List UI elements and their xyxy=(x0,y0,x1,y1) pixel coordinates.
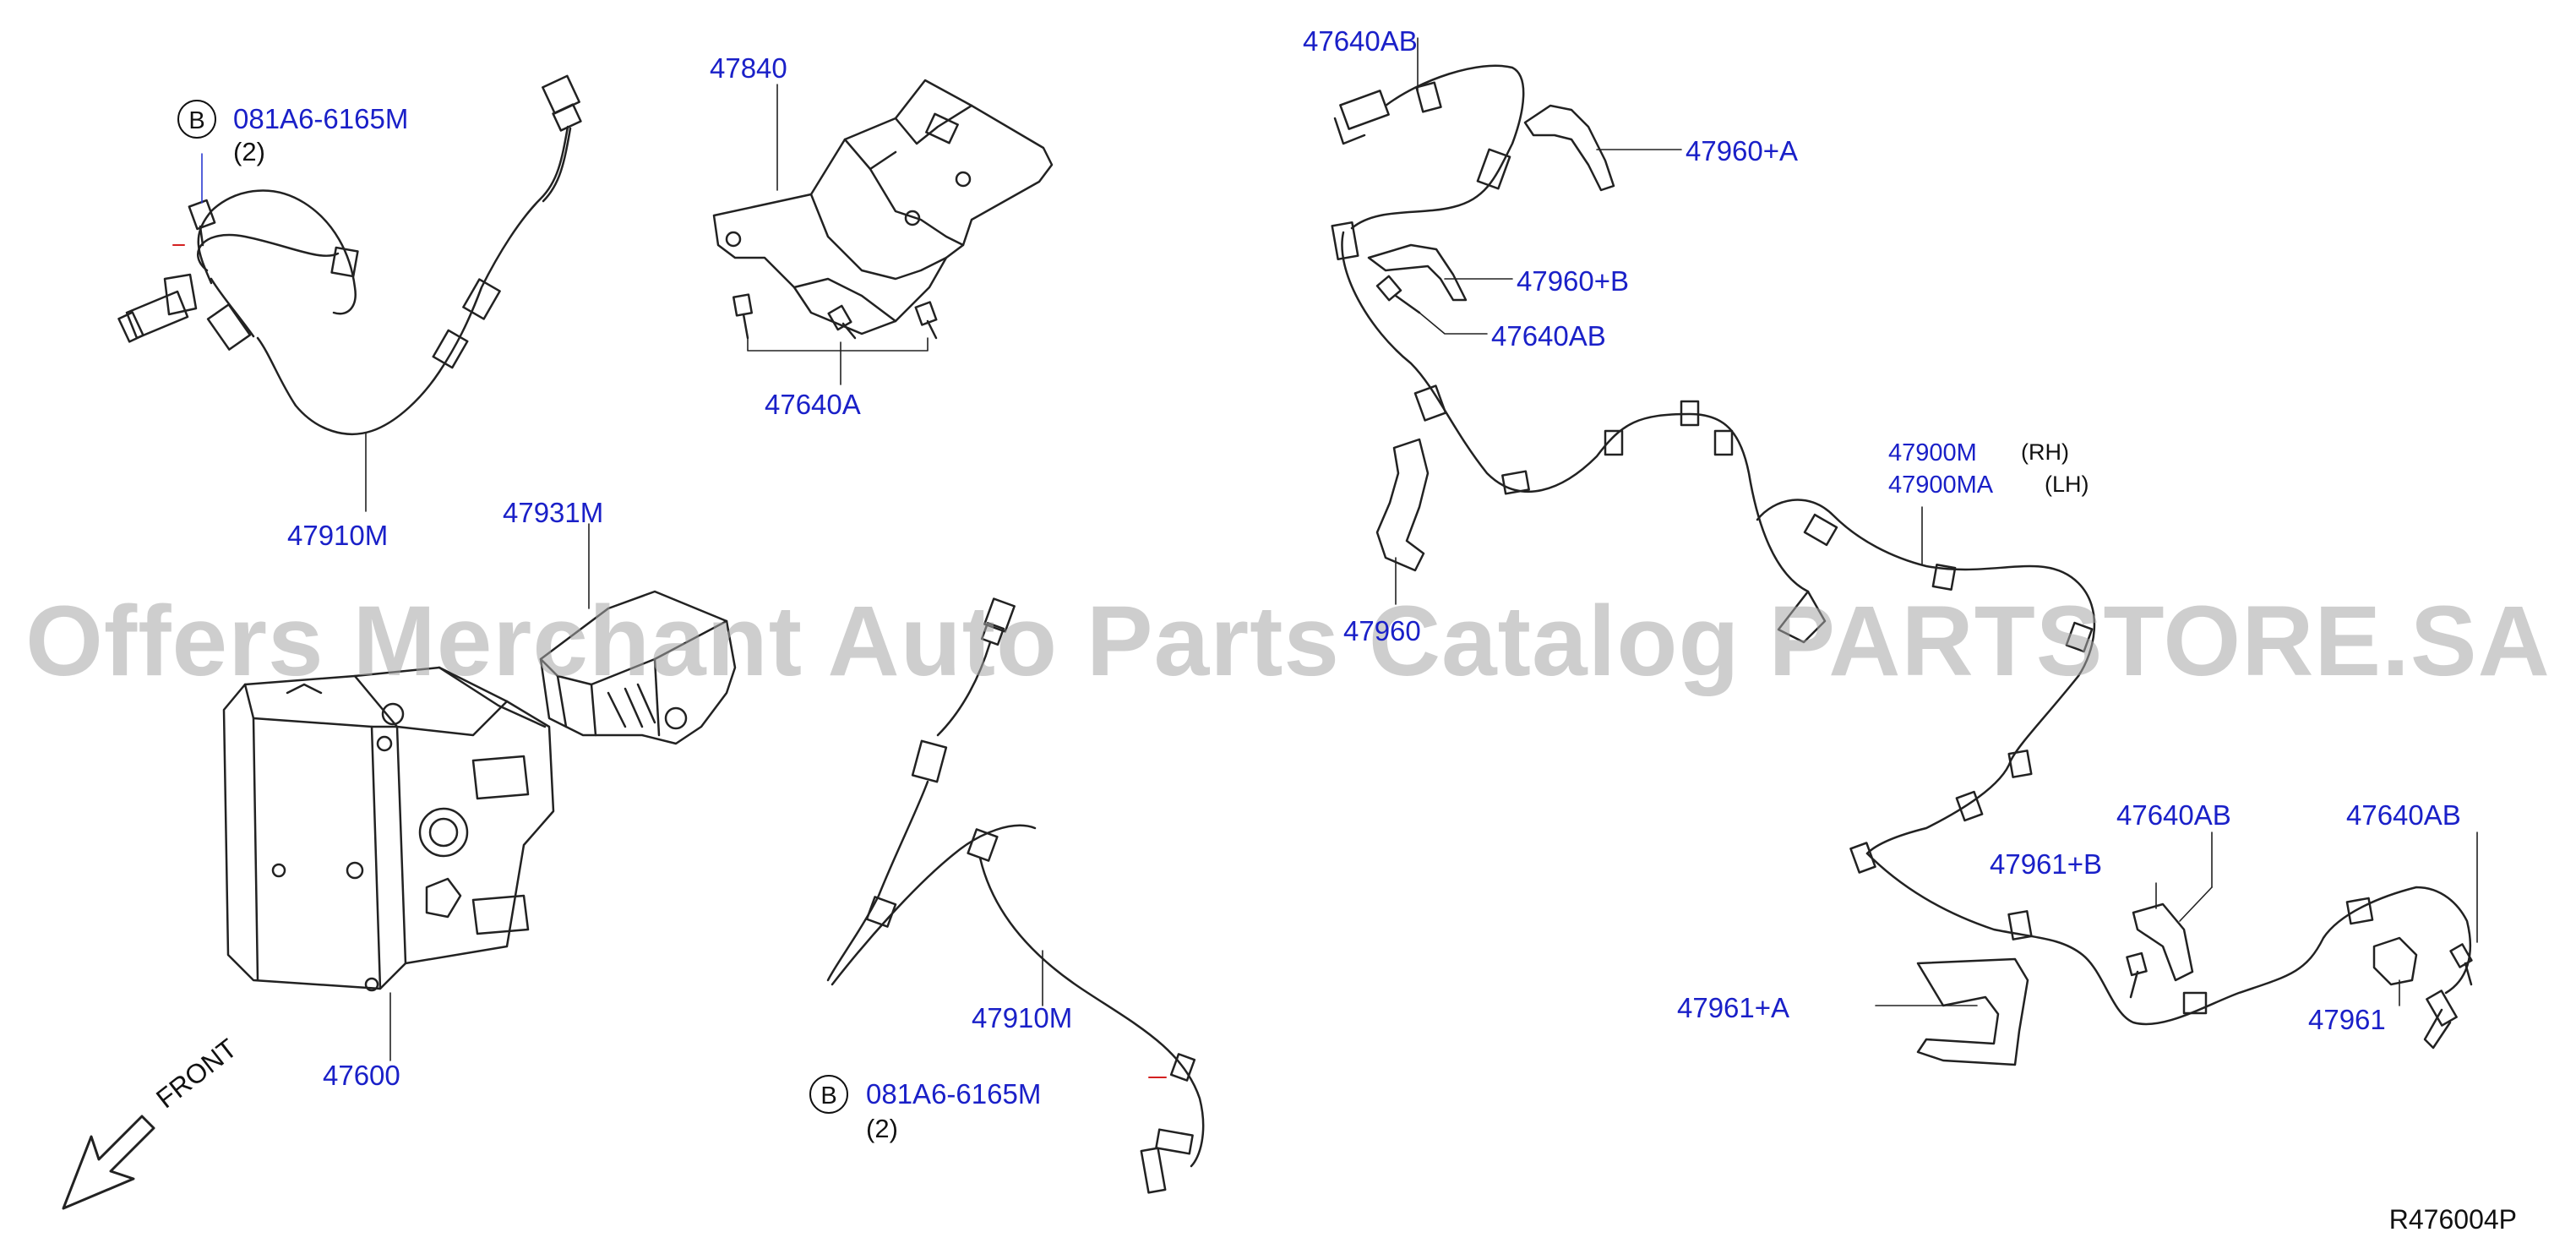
label-47840[interactable]: 47840 xyxy=(710,52,787,84)
label-47960[interactable]: 47960 xyxy=(1343,615,1421,646)
abs-actuator-47600 xyxy=(222,666,555,992)
front-arrow xyxy=(62,1115,155,1210)
wheel-sensor-front-left xyxy=(117,74,582,435)
label-47600[interactable]: 47600 xyxy=(323,1060,400,1091)
bracket-bolt-leader xyxy=(747,337,929,352)
clip-47961B xyxy=(2126,902,2194,999)
label-47640A[interactable]: 47640A xyxy=(765,389,861,420)
label-47640AB-mid[interactable]: 47640AB xyxy=(1491,320,1606,352)
harness-side-rh: (RH) xyxy=(2021,439,2069,465)
clip-47960 xyxy=(1375,438,1430,572)
clip-47960A xyxy=(1523,104,1615,192)
label-47961[interactable]: 47961 xyxy=(2308,1004,2386,1035)
label-47640AB-lower-1[interactable]: 47640AB xyxy=(2116,799,2231,831)
diagram-reference: R476004P xyxy=(2388,1204,2517,1235)
harness-side-lh: (LH) xyxy=(2045,472,2089,497)
clip-47961 xyxy=(2372,936,2418,986)
bracket-47840 xyxy=(712,79,1054,335)
label-47900MA[interactable]: 47900MA xyxy=(1888,472,1994,499)
wheel-sensor-front-right xyxy=(826,597,1205,1194)
label-47961A[interactable]: 47961+A xyxy=(1677,992,1790,1023)
label-47640AB-top[interactable]: 47640AB xyxy=(1303,25,1418,57)
label-47931M[interactable]: 47931M xyxy=(503,497,604,528)
leader-line xyxy=(1419,312,1488,335)
label-47961B[interactable]: 47961+B xyxy=(1990,848,2103,880)
label-bolt-top-left[interactable]: 081A6-6165M xyxy=(233,103,409,134)
label-47910M-left[interactable]: 47910M xyxy=(287,520,389,551)
label-bolt-bottom[interactable]: 081A6-6165M xyxy=(866,1078,1042,1110)
bolt-quantity: (2) xyxy=(233,137,265,166)
label-47640AB-lower-2[interactable]: 47640AB xyxy=(2346,799,2461,831)
rear-harness-47900M xyxy=(1331,64,2472,1050)
bolt-47640AB-right xyxy=(2449,943,2473,986)
bolt-47640AB-mid xyxy=(1375,275,1421,314)
sensor-unit-47931M xyxy=(539,590,737,745)
label-47960A[interactable]: 47960+A xyxy=(1686,135,1799,166)
label-47960B[interactable]: 47960+B xyxy=(1517,265,1630,297)
bracket-bolts xyxy=(732,293,938,340)
leader-line xyxy=(2179,886,2213,922)
bolt-tag-b: B xyxy=(177,100,216,139)
clip-47961A xyxy=(1916,957,2029,1066)
bolt-quantity: (2) xyxy=(866,1114,898,1143)
watermark: Offers Merchant Auto Parts Catalog PARTS… xyxy=(25,586,2551,697)
label-47900M[interactable]: 47900M xyxy=(1888,439,1977,466)
bolt-tag-b: B xyxy=(809,1075,848,1114)
label-47910M-right[interactable]: 47910M xyxy=(972,1002,1073,1033)
clip-47960B xyxy=(1367,243,1468,302)
